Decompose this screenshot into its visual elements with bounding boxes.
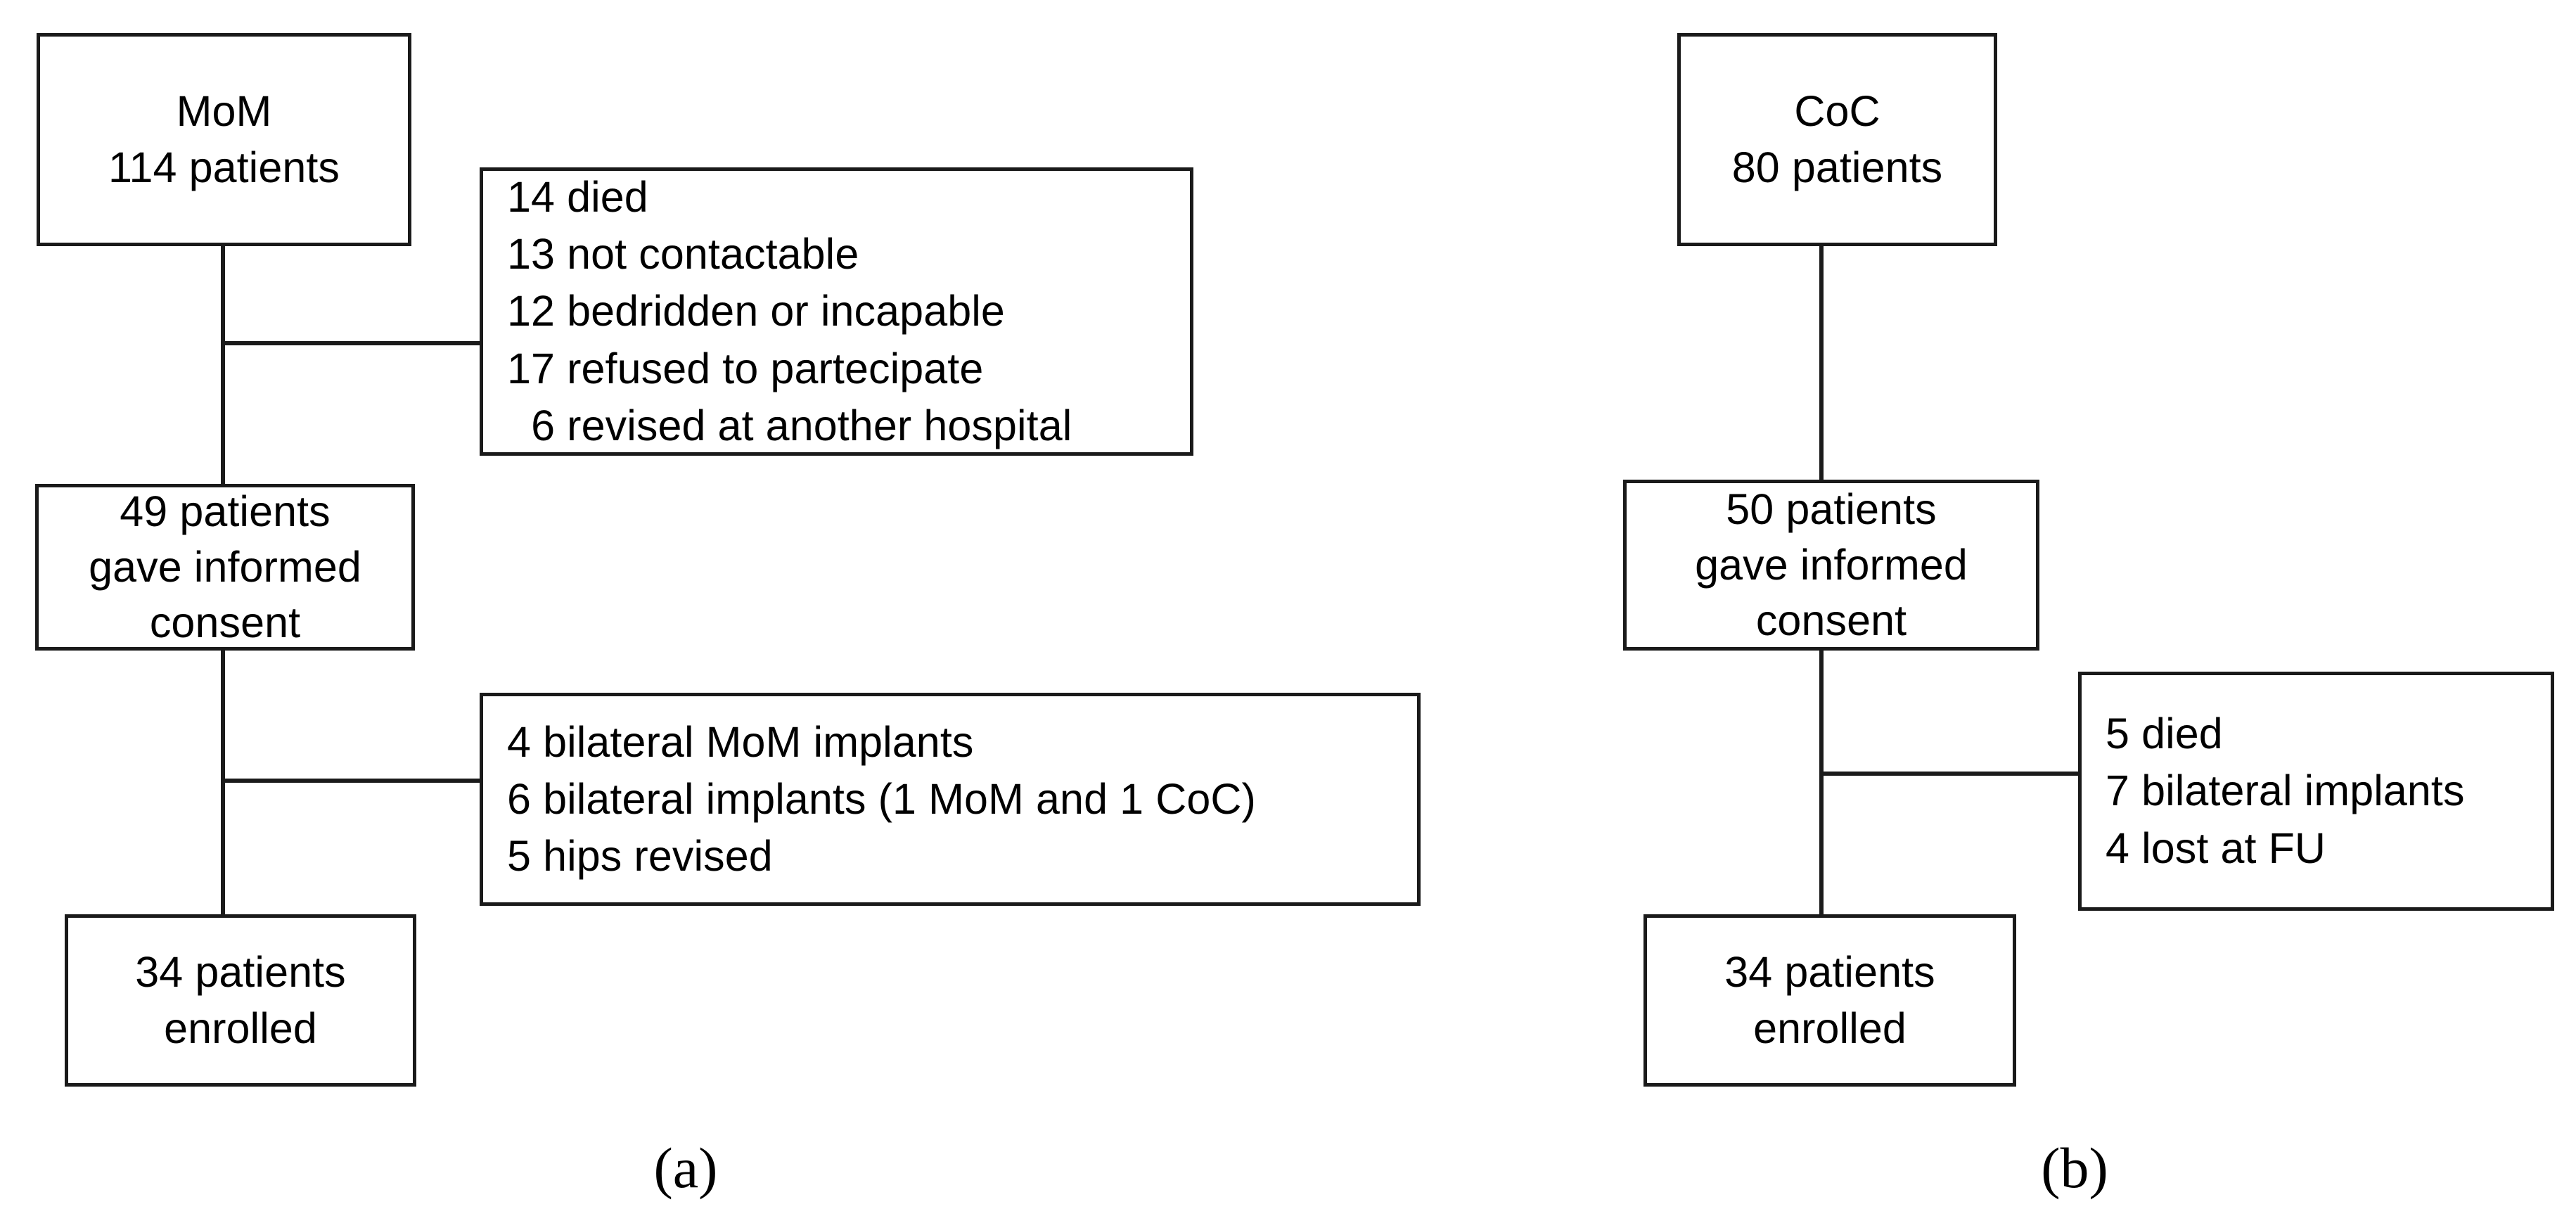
panel-caption-a: (a) (653, 1136, 718, 1200)
exclusion-item: 6 bilateral implants (1 MoM and 1 CoC) (507, 774, 1256, 823)
node-b-consent-line-2: gave informed (1695, 540, 1968, 589)
exclusion-item: 4 bilateral MoM implants (507, 717, 974, 766)
node-b-enrolled[interactable]: 34 patients enrolled (1643, 914, 2016, 1087)
node-a-enrolled-line-2: enrolled (164, 1004, 317, 1052)
exclusion-item: 6 revised at another hospital (507, 401, 1072, 449)
node-a-source-line-1: MoM (176, 87, 272, 136)
exclusion-item: 17 refused to partecipate (507, 344, 984, 392)
exclusion-item: 12 bedridden or incapable (507, 287, 1005, 335)
node-a-consent-line-2: gave informed (89, 542, 361, 591)
exclusion-item: 5 died (2106, 710, 2223, 758)
node-b-enrolled-line-1: 34 patients (1724, 948, 1935, 997)
node-a-exclusions-2[interactable]: 4 bilateral MoM implants 6 bilateral imp… (480, 693, 1421, 906)
node-a-consent-line-1: 49 patients (120, 487, 331, 535)
exclusion-item: 7 bilateral implants (2106, 767, 2465, 815)
exclusion-item: 14 died (507, 173, 648, 222)
exclusion-item: 13 not contactable (507, 230, 859, 279)
exclusion-item: 5 hips revised (507, 832, 773, 881)
node-b-source-line-1: CoC (1794, 87, 1880, 136)
node-a-source-line-2: 114 patients (108, 143, 340, 191)
node-a-enrolled-line-1: 34 patients (135, 948, 346, 997)
node-b-enrolled-line-2: enrolled (1753, 1004, 1907, 1052)
node-a-exclusions-1[interactable]: 14 died 13 not contactable 12 bedridden … (480, 167, 1193, 456)
node-b-exclusions-1[interactable]: 5 died 7 bilateral implants 4 lost at FU (2078, 672, 2554, 911)
node-a-consent[interactable]: 49 patients gave informed consent (35, 484, 415, 651)
exclusion-item: 4 lost at FU (2106, 824, 2326, 872)
node-a-enrolled[interactable]: 34 patients enrolled (65, 914, 416, 1087)
node-a-source[interactable]: MoM 114 patients (37, 33, 411, 246)
node-a-consent-line-3: consent (149, 599, 301, 647)
panel-caption-b: (b) (2041, 1136, 2108, 1200)
node-b-consent-line-1: 50 patients (1726, 485, 1937, 533)
node-b-source[interactable]: CoC 80 patients (1677, 33, 1997, 246)
node-b-source-line-2: 80 patients (1731, 143, 1943, 191)
node-b-consent[interactable]: 50 patients gave informed consent (1623, 480, 2039, 651)
node-b-consent-line-3: consent (1755, 596, 1907, 645)
